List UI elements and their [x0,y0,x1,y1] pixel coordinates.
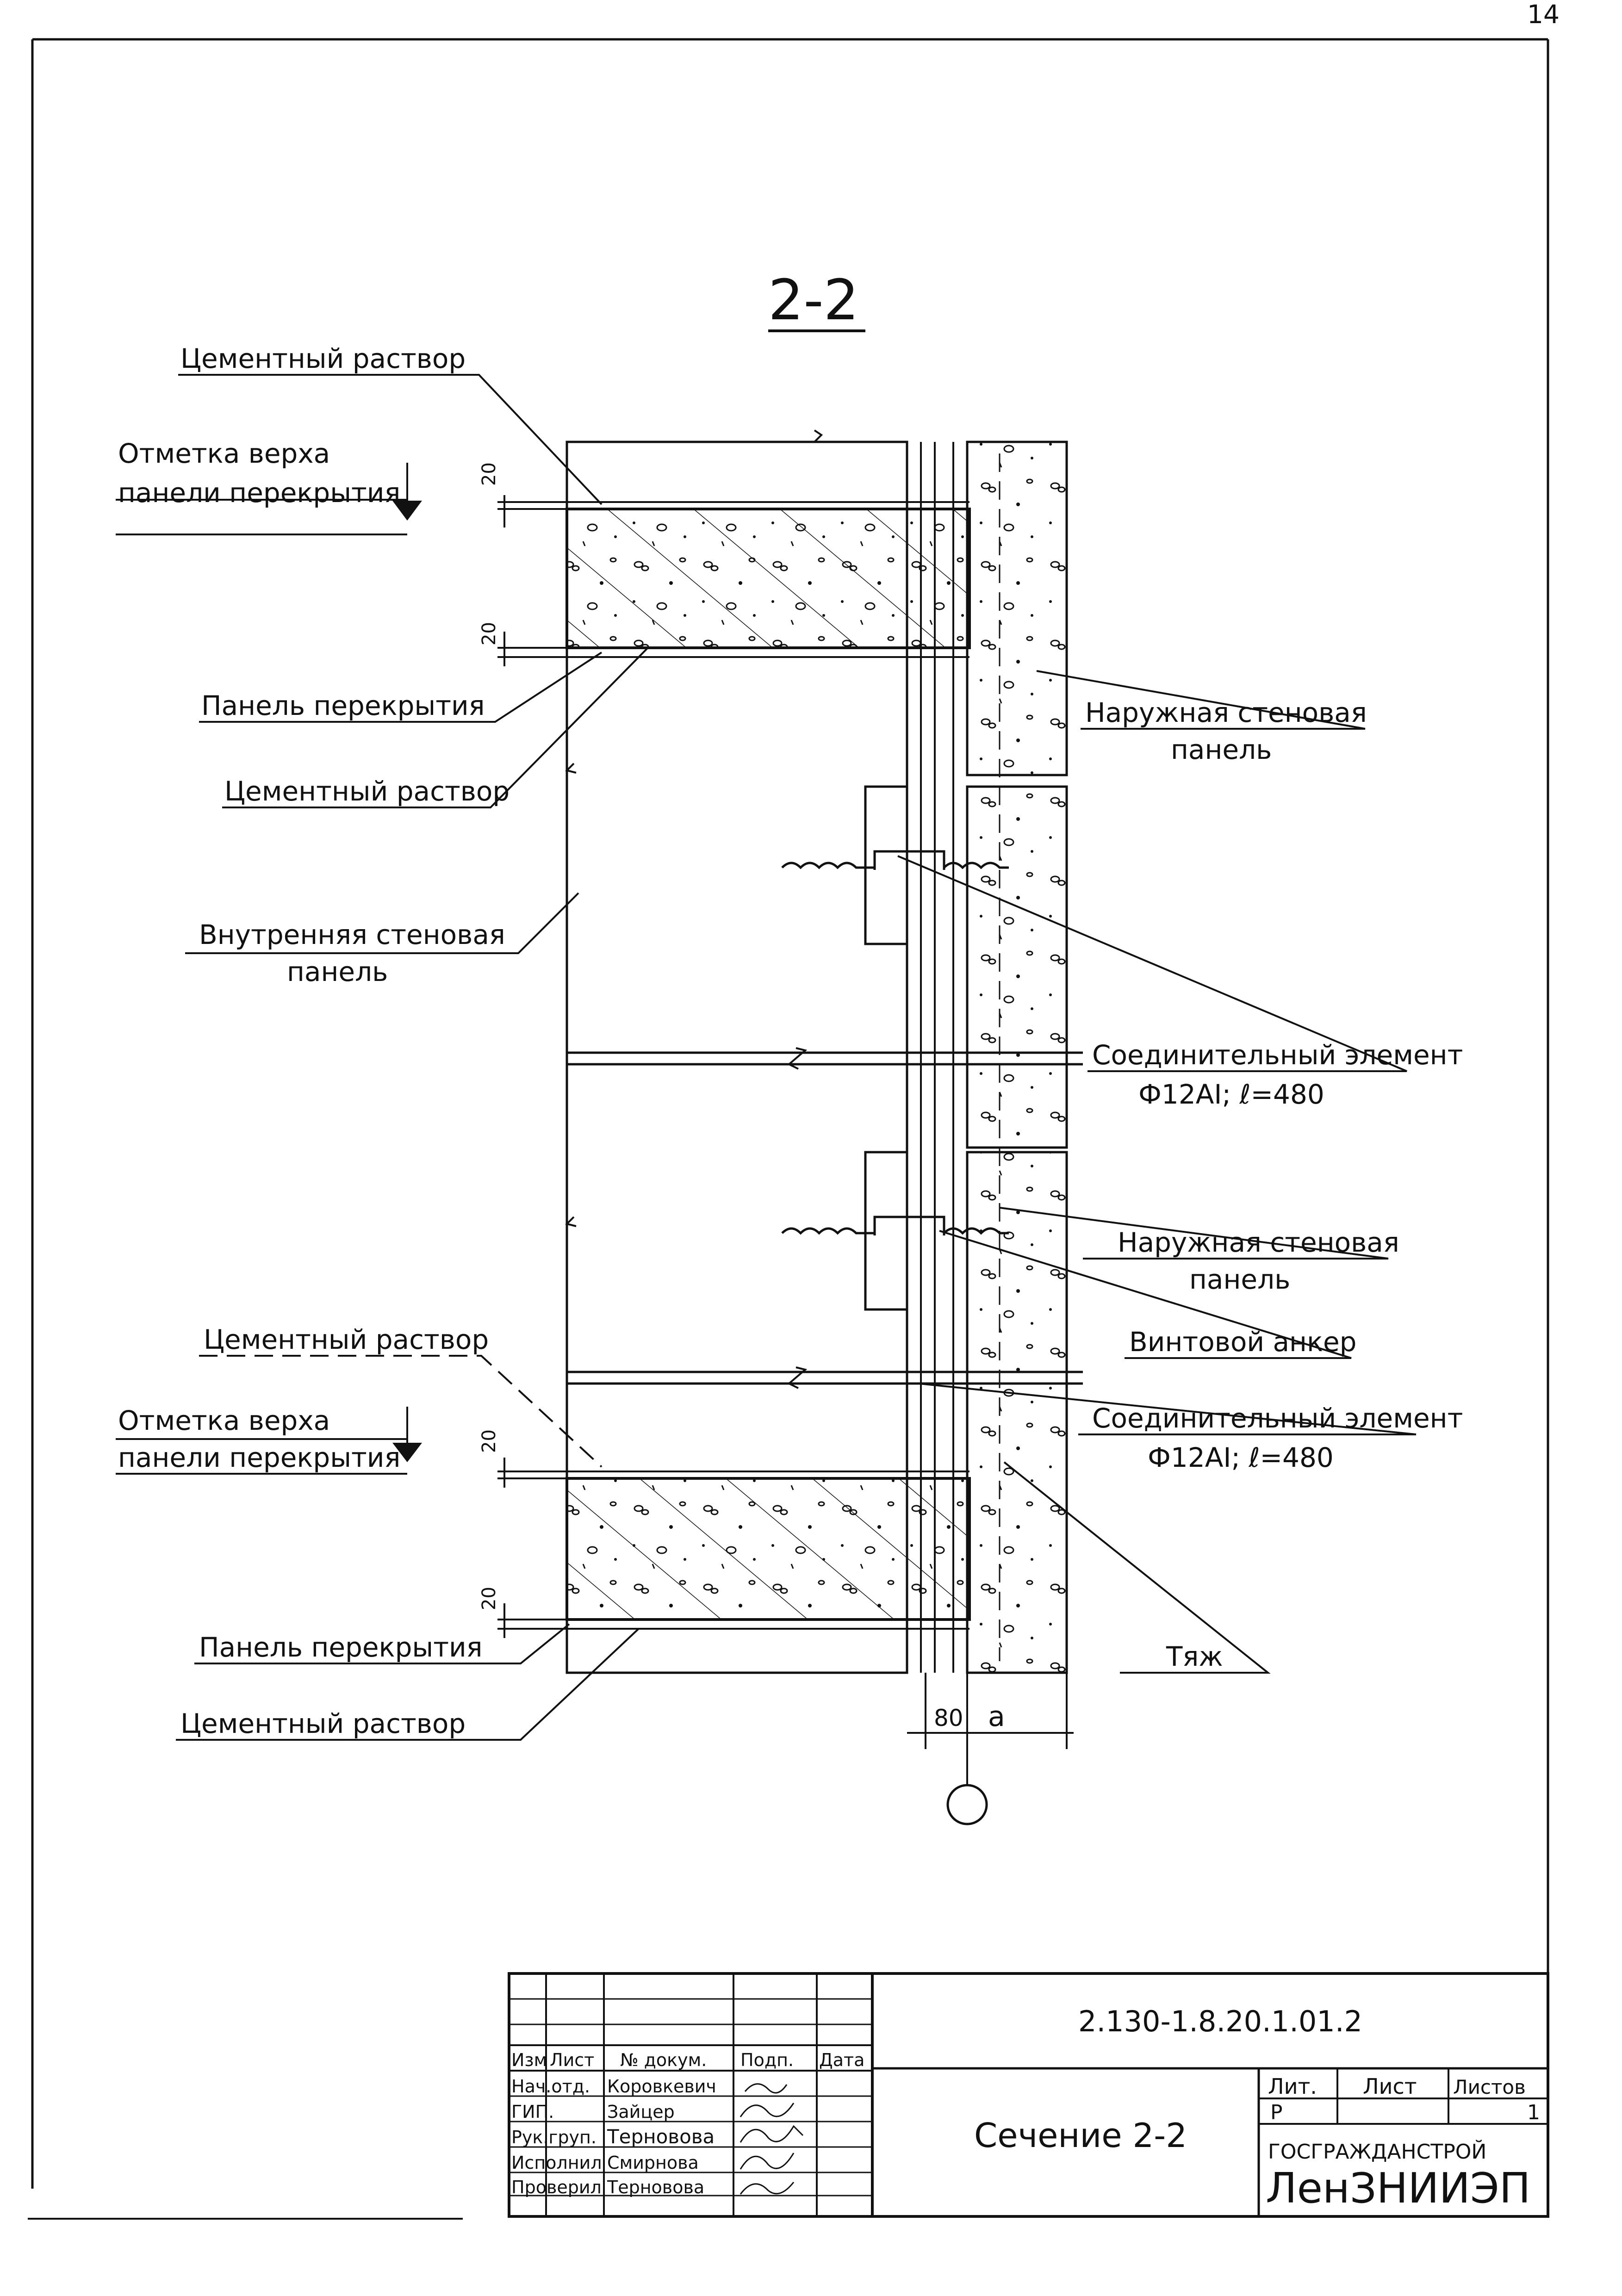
dim-a: a [988,1700,1005,1733]
screw-anchor-2 [781,1216,1009,1235]
signature-2 [740,2103,795,2117]
label-connector-2-b: Ф12AI; ℓ=480 [1148,1442,1334,1473]
gap-dim-top-1: 20 [479,462,500,486]
label-outer-wall-bot-1: Наружная стеновая [1118,1227,1399,1258]
sheet-title: Сечение 2-2 [974,2116,1187,2155]
label-inner-wall-2: панель [287,956,388,987]
label-slab-top: Панель перекрытия [201,690,485,721]
tb-role-1: Нач.отд. [511,2076,590,2097]
level-mark-bottom [392,1407,422,1462]
outer-wall-panel-3 [966,1151,1068,1674]
tb-name-5: Терновова [607,2177,704,2197]
label-mark-bot-2: панели перекрытия [118,1442,400,1473]
dim-80: 80 [934,1705,963,1731]
tb-sheet-label: Лист [1363,2074,1417,2099]
tb-lit-label: Лит. [1268,2074,1317,2099]
tb-name-2: Зайцер [607,2102,675,2122]
tb-header-izm: Изм [511,2050,547,2070]
label-mark-top-2: панели перекрытия [118,477,400,509]
label-cement-bottom-last: Цементный раствор [180,1708,466,1739]
label-connector-1-b: Ф12AI; ℓ=480 [1138,1079,1324,1110]
label-outer-wall-top-1: Наружная стеновая [1085,697,1367,728]
section-drawing [565,429,1083,1674]
label-outer-wall-bot-2: панель [1189,1264,1290,1295]
tb-name-1: Коровкевич [607,2076,716,2097]
tb-name-3: Терновова [607,2125,715,2148]
label-outer-wall-top-2: панель [1171,734,1272,765]
label-mark-top-1: Отметка верха [118,438,330,469]
label-connector-2-a: Соединительный элемент [1092,1402,1463,1434]
outer-wall-panel-2 [966,785,1068,1149]
gap-dim-top-2: 20 [479,622,500,645]
level-mark-top [392,463,422,521]
connector-recess-1 [864,785,908,945]
tb-role-2: ГИП. [511,2102,554,2122]
tb-name-4: Смирнова [607,2153,699,2173]
gap-dim-bot-1: 20 [479,1429,500,1453]
label-slab-bot: Панель перекрытия [199,1632,483,1663]
tb-sheets-value: 1 [1527,2101,1540,2124]
callout-labels: Цементный раствор Отметка верха панели п… [118,343,1463,1739]
section-title-text: 2-2 [768,268,859,333]
label-cement-mid: Цементный раствор [224,776,510,807]
tb-header-list: Лист [550,2050,594,2070]
label-connector-1-a: Соединительный элемент [1092,1039,1463,1071]
bottom-dimension [907,1673,1074,1786]
title-block-header: Изм Лист № докум. Подп. Дата [511,2050,864,2070]
axis-bubble [946,1784,988,1825]
label-tie: Тяж [1166,1641,1223,1672]
outer-wall-panel-1 [966,441,1068,776]
tb-sheets-label: Листов [1453,2076,1526,2098]
tb-org-1: ГОСГРАЖДАНСТРОЙ [1268,2139,1486,2164]
gap-dim-bot-2: 20 [479,1587,500,1610]
tb-org-2: ЛенЗНИИЭП [1266,2164,1530,2213]
doc-code: 2.130-1.8.20.1.01.2 [1078,2004,1362,2038]
label-cement-bot: Цементный раствор [204,1324,489,1355]
tb-lit-value: Р [1270,2101,1283,2124]
tb-header-doc: № докум. [620,2050,707,2070]
title-block [508,1972,1549,2218]
title-block-signatures: Нач.отд. Коровкевич ГИП. Зайцер Рук.груп… [511,2076,804,2197]
label-cement-top: Цементный раствор [180,343,466,374]
signature-5 [740,2182,795,2195]
tb-role-5: Проверил [511,2177,602,2197]
tb-role-4: Исполнил [511,2153,602,2173]
section-title: 2-2 [768,268,865,333]
gap-dimensions [497,495,567,1638]
signature-3 [740,2125,804,2143]
leader-lines [116,374,1417,1741]
label-mark-bot-1: Отметка верха [118,1405,330,1436]
tb-header-sign: Подп. [740,2050,794,2070]
tb-role-3: Рук.груп. [511,2127,597,2147]
screw-anchor-1 [781,850,1009,870]
label-screw-anchor: Винтовой анкер [1129,1326,1356,1358]
label-inner-wall-1: Внутренняя стеновая [199,919,505,950]
connector-recess-2 [864,1151,908,1311]
tb-header-date: Дата [819,2050,864,2070]
signature-4 [740,2153,795,2170]
page-number: 14 [1527,0,1560,29]
signature-1 [744,2083,788,2094]
